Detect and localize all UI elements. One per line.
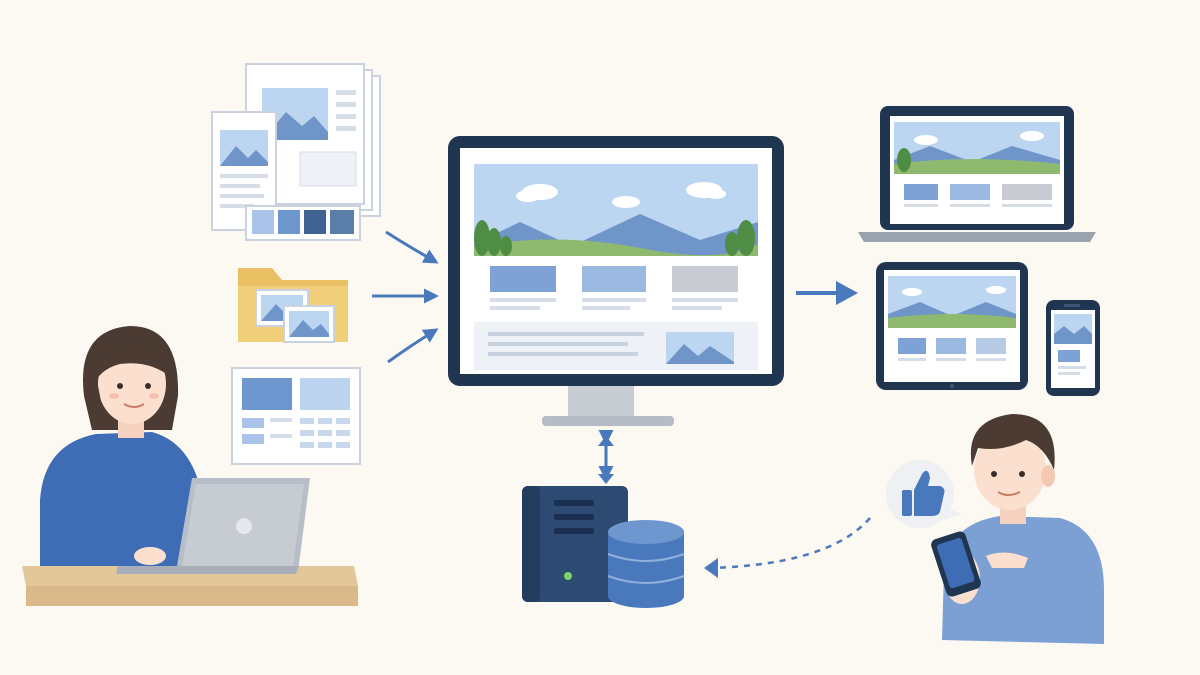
input-arrows [372,230,439,364]
arrow-layout-to-monitor [387,328,439,364]
end-user-person [942,414,1104,644]
end-user-phone-icon [931,531,981,597]
feedback-arrow-user-to-database [711,517,871,570]
developer-laptop-icon [116,478,310,574]
desktop-monitor-icon [448,136,784,426]
arrow-monitor-to-devices [796,281,858,305]
tablet-icon [876,262,1028,390]
database-icon [607,520,685,608]
feedback-arrow-head [704,558,718,578]
laptop-icon [858,106,1096,242]
web-page-document-icon [211,63,381,241]
image-folder-icon [238,268,348,343]
developer-person [40,326,210,580]
smartphone-icon [1046,300,1100,396]
developer-hands [96,541,166,566]
arrow-documents-to-monitor [385,230,439,264]
layout-template-icon [231,367,361,465]
server-icon [522,486,628,602]
sync-arrow-heads [598,436,614,484]
thumbs-up-icon [886,460,962,528]
